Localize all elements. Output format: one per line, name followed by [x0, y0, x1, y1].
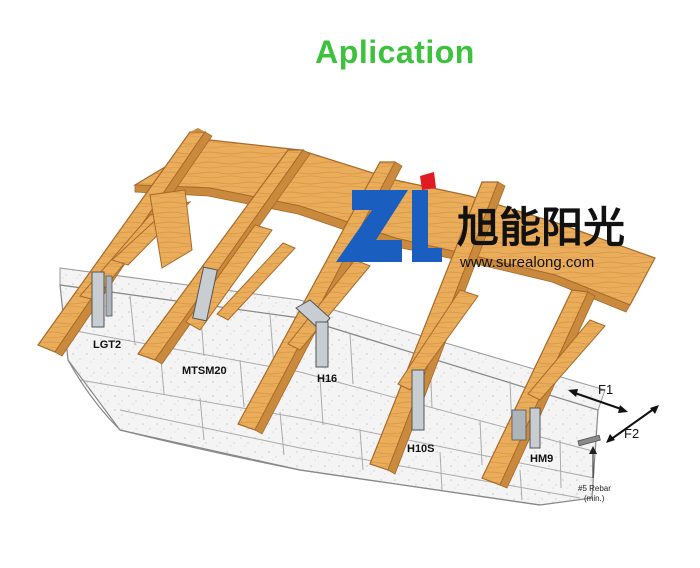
force-label-f1: F1 — [598, 382, 613, 397]
metal-connectors — [91, 266, 541, 449]
brand-logo — [336, 172, 442, 262]
page-title: Aplication — [315, 34, 475, 70]
connector-label-lgt2: LGT2 — [93, 339, 121, 351]
rebar-note-line1: #5 Rebar — [578, 484, 611, 493]
force-arrows — [568, 389, 659, 443]
connector-label-mtsm20: MTSM20 — [182, 365, 227, 377]
connector-label-h16: H16 — [317, 373, 337, 385]
rebar-note-line2: (min.) — [584, 494, 605, 503]
connector-label-h10s: H10S — [407, 443, 435, 455]
brand-url: www.surealong.com — [459, 254, 594, 271]
connector-label-hm9: HM9 — [530, 453, 553, 465]
brand-name: 旭能阳光 — [457, 203, 625, 252]
force-label-f2: F2 — [624, 426, 639, 441]
